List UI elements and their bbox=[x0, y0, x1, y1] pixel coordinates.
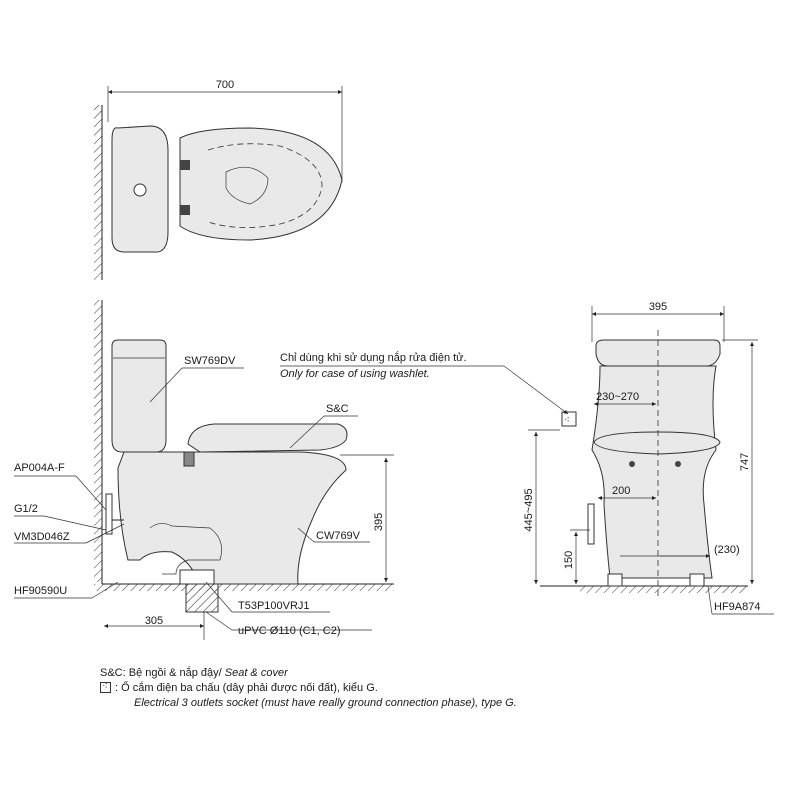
front-angle-valve bbox=[587, 503, 595, 545]
outlet-offset-dim: 200 bbox=[612, 485, 630, 497]
side-seat-cover bbox=[187, 423, 348, 453]
label-vm3d046z: VM3D046Z bbox=[14, 531, 70, 543]
label-hf90590u: HF90590U bbox=[14, 585, 67, 597]
inlet-height-dim: 150 bbox=[563, 551, 575, 569]
front-width-dim: 395 bbox=[649, 301, 667, 313]
top-seat-cover bbox=[179, 127, 343, 241]
label-sw769dv: SW769DV bbox=[184, 355, 236, 367]
waste-pipe bbox=[185, 583, 219, 613]
legend-socket-en: Electrical 3 outlets socket (must have r… bbox=[134, 697, 517, 709]
fixing-bolt bbox=[689, 573, 705, 587]
label-g12: G1/2 bbox=[14, 503, 38, 515]
top-view-wall bbox=[94, 105, 102, 280]
hinge-icon bbox=[180, 205, 190, 215]
legend-seat-cover: S&C: Bệ ngồi & nắp đậy/ Seat & cover bbox=[100, 667, 288, 679]
label-ap004a-f: AP004A-F bbox=[14, 462, 65, 474]
top-width-label: 700 bbox=[216, 79, 234, 91]
side-view-floor bbox=[94, 584, 394, 591]
flush-button-icon bbox=[133, 183, 147, 197]
label-hf9a874: HF9A874 bbox=[714, 601, 760, 613]
side-bowl bbox=[117, 451, 347, 585]
washlet-note-en: Only for case of using washlet. bbox=[280, 368, 430, 380]
washlet-hose-connector bbox=[183, 451, 195, 467]
legend-socket: : Ổ cắm điện ba chấu (dây phải được nối … bbox=[100, 679, 780, 696]
top-width-dimension: 700 bbox=[107, 79, 343, 182]
svg-text:⁖: ⁖ bbox=[564, 415, 570, 426]
label-seat-cover: S&C bbox=[326, 403, 349, 415]
front-view-floor bbox=[580, 586, 748, 593]
hinge-icon bbox=[180, 160, 190, 170]
rough-in-dim: 305 bbox=[145, 615, 163, 627]
side-view-wall bbox=[94, 300, 102, 582]
label-t53p100vrj1: T53P100VRJ1 bbox=[238, 600, 310, 612]
label-upvc-pipe: uPVC Ø110 (C1, C2) bbox=[238, 625, 341, 637]
fixing-spacing-dim: (230) bbox=[714, 544, 740, 556]
fixing-bolt bbox=[607, 573, 623, 587]
front-seat bbox=[593, 431, 721, 455]
label-cw769v: CW769V bbox=[316, 530, 361, 542]
front-view: ⁖ Chỉ dùng khi sử dụng nắp rửa điện tử. … bbox=[280, 301, 774, 615]
socket-icon bbox=[561, 411, 577, 427]
rim-height-dim: 395 bbox=[373, 513, 385, 531]
side-dimensions: 305 395 bbox=[104, 454, 394, 640]
total-height-dim: 747 bbox=[739, 453, 751, 471]
socket-icon bbox=[100, 679, 111, 694]
socket-height-dim: 445~495 bbox=[523, 488, 535, 531]
washlet-note-vi: Chỉ dùng khi sử dụng nắp rửa điện tử. bbox=[280, 351, 467, 364]
floor-flange bbox=[179, 569, 215, 585]
front-dimensions: 395 230~270 200 (230) 747 445~495 150 bbox=[523, 301, 758, 584]
side-view: SW769DV S&C CW769V AP004A-F G1/2 VM3D046… bbox=[14, 300, 394, 640]
angle-valve bbox=[105, 493, 113, 535]
inlet-range-dim: 230~270 bbox=[596, 391, 639, 403]
side-tank bbox=[111, 339, 167, 453]
top-view: 700 bbox=[94, 79, 343, 280]
legend: S&C: Bệ ngồi & nắp đậy/ Seat & cover : Ổ… bbox=[100, 666, 780, 711]
